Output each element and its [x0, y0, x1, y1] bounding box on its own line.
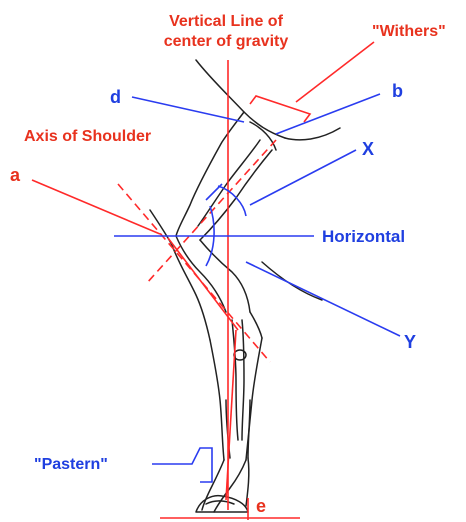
pastern-label: "Pastern"	[34, 456, 108, 473]
vertical-line-label-2: center of gravity	[164, 33, 289, 50]
radius-bone-2	[242, 320, 244, 440]
x-label: X	[362, 139, 374, 159]
vertical-line-label-1: Vertical Line of	[169, 13, 283, 30]
scapula-inner	[198, 140, 260, 226]
withers-pointer-line	[296, 42, 374, 102]
elbow-outline	[250, 312, 262, 338]
y-pointer-line	[246, 262, 400, 336]
scapula-edge	[250, 122, 276, 150]
forearm-front	[210, 340, 224, 460]
humerus-front	[176, 236, 226, 312]
b-label: b	[392, 81, 403, 101]
blue-shoulder-line	[206, 184, 222, 200]
pastern-bones	[214, 460, 246, 512]
y-label: Y	[404, 332, 416, 352]
withers-outline	[196, 60, 285, 138]
chest-outline	[150, 210, 210, 340]
blue-lines	[114, 94, 400, 482]
humerus-back	[200, 240, 250, 312]
d-label: d	[110, 87, 121, 107]
horizontal-label: Horizontal	[322, 227, 405, 246]
cannon-back	[248, 400, 250, 458]
pastern-bracket	[152, 448, 212, 482]
axis-of-shoulder-label: Axis of Shoulder	[24, 128, 151, 145]
leg-sketch	[150, 60, 340, 512]
b-pointer-line	[276, 94, 380, 134]
withers-bracket	[250, 96, 310, 122]
withers-label: "Withers"	[372, 23, 446, 40]
back-curve	[285, 128, 340, 140]
a-label: a	[10, 165, 21, 185]
e-label: e	[256, 496, 266, 516]
fetlock-outline	[202, 460, 224, 510]
a-pointer-line	[32, 180, 160, 234]
